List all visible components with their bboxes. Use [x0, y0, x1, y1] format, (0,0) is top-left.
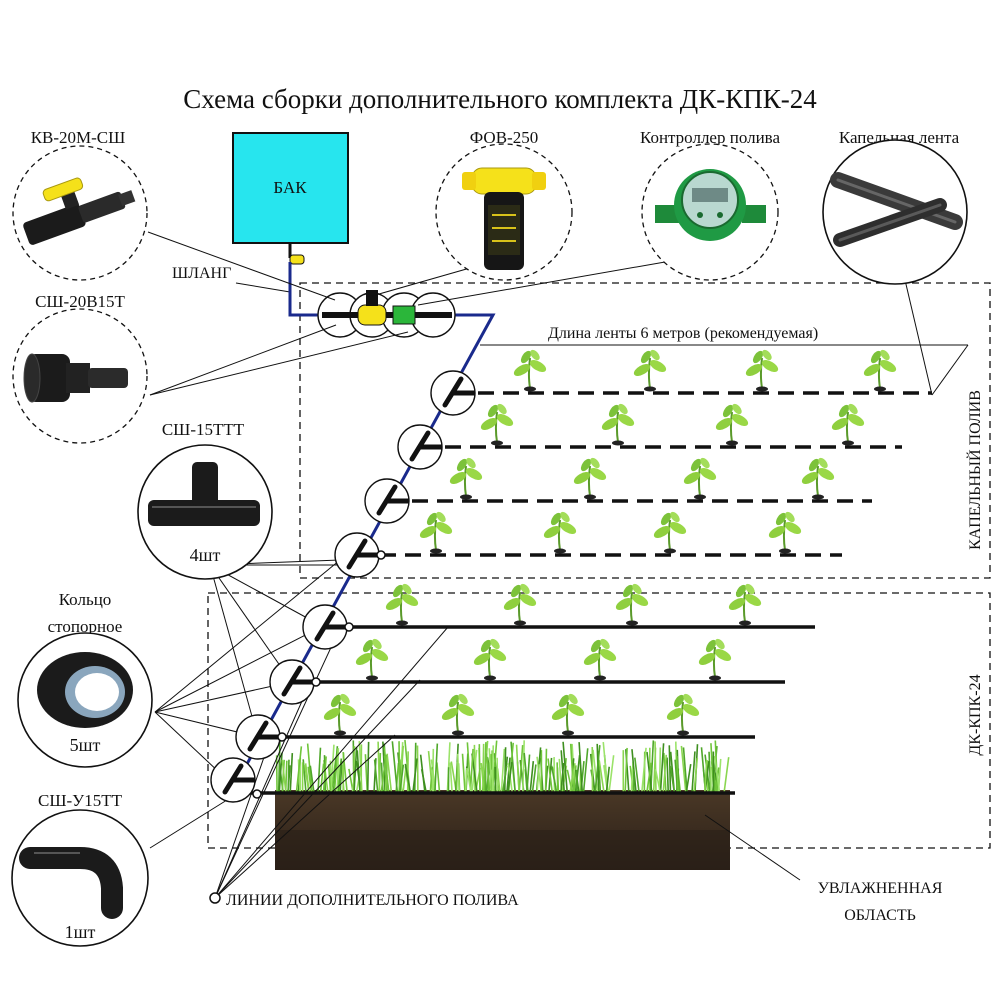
tape-length-label: Длина ленты 6 метров (рекомендуемая): [548, 325, 818, 342]
plant-icon: [680, 455, 720, 501]
fitting-circle: [302, 604, 354, 650]
plant-icon: [798, 455, 838, 501]
plant-icon: [725, 581, 765, 627]
fov-callout: [435, 143, 573, 281]
page-title: Схема сборки дополнительного комплекта Д…: [183, 84, 817, 114]
wet-area-label-1: УВЛАЖНЕННАЯ: [818, 880, 943, 897]
plant-icon: [470, 636, 510, 682]
tank-label: БАК: [273, 178, 307, 197]
fitting-circle: [430, 370, 476, 416]
plant-icon: [477, 401, 517, 447]
ring-pointer-lines: [149, 559, 801, 899]
kv-callout: [12, 145, 148, 281]
ring-marker: [277, 732, 287, 742]
ring-callout: 5шт: [17, 632, 153, 768]
fitting-circle: [210, 757, 262, 803]
plants: [320, 347, 900, 737]
manifold-fittings: [317, 290, 456, 338]
shu15-qty: 1шт: [65, 922, 96, 942]
ring-label-2: стопорное: [48, 617, 123, 636]
fitting-circle: [269, 659, 321, 705]
plant-icon: [570, 455, 610, 501]
sh20-callout: [12, 308, 148, 444]
sh15ttt-callout: 4шт: [137, 444, 273, 580]
plant-icon: [650, 509, 690, 555]
controller-label: Контроллер полива: [640, 128, 781, 147]
sh15ttt-label: СШ-15ТТТ: [162, 420, 245, 439]
plant-icon: [446, 455, 486, 501]
ring-marker: [311, 677, 321, 687]
wet-area-label-2: ОБЛАСТЬ: [844, 907, 916, 924]
plant-icon: [695, 636, 735, 682]
plant-icon: [320, 691, 360, 737]
plant-icon: [352, 636, 392, 682]
tape-label: Капельная лента: [839, 128, 960, 147]
plant-icon: [500, 581, 540, 627]
tank: [232, 132, 349, 244]
ring-marker: [376, 550, 386, 560]
hose-label: ШЛАНГ: [172, 265, 231, 282]
filter-icon: [462, 167, 546, 270]
drip-zone-label: КАПЕЛЬНЫЙ ПОЛИВ: [965, 390, 984, 550]
kv-label: КВ-20М-СШ: [31, 128, 126, 147]
plant-icon: [416, 509, 456, 555]
valve-icon: [23, 177, 136, 245]
controller-callout: [641, 143, 779, 281]
plant-icon: [382, 581, 422, 627]
ring-icon: [37, 652, 133, 728]
ring-label-1: Кольцо: [59, 590, 112, 609]
feeder-fittings: [210, 370, 476, 803]
extra-lines-marker: [209, 892, 221, 904]
plant-icon: [540, 509, 580, 555]
fitting-circle: [364, 478, 410, 524]
plant-icon: [630, 347, 670, 393]
fov-label: ФОВ-250: [470, 128, 538, 147]
filter-body-icon: [357, 304, 387, 326]
plant-icon: [860, 347, 900, 393]
plant-icon: [580, 636, 620, 682]
kit-zone-label: ДК-КПК-24: [967, 674, 984, 755]
plant-icon: [765, 509, 805, 555]
plant-icon: [510, 347, 550, 393]
moist-area-image: [275, 739, 730, 870]
adapter-icon: [23, 353, 128, 403]
extra-lines: [240, 625, 815, 795]
controller-body-icon: [392, 305, 416, 325]
supply-hose: [288, 262, 330, 317]
fitting-circle: [235, 714, 287, 760]
ring-marker: [252, 789, 262, 799]
pointer-lines: [147, 231, 969, 566]
tee-icon: [148, 462, 260, 526]
plant-icon: [612, 581, 652, 627]
elbow-icon: [19, 847, 123, 919]
extra-lines-label: ЛИНИИ ДОПОЛНИТЕЛЬНОГО ПОЛИВА: [226, 892, 519, 909]
plant-icon: [598, 401, 638, 447]
controller-icon: [655, 169, 766, 241]
tank-tap-icon: [289, 254, 305, 265]
shu15-label: СШ-У15ТТ: [38, 791, 123, 810]
plant-icon: [548, 691, 588, 737]
ring-marker: [344, 622, 354, 632]
plant-icon: [828, 401, 868, 447]
fitting-circle: [334, 532, 386, 578]
drip-tape-icon: [830, 172, 963, 247]
fitting-circle: [397, 424, 443, 470]
ring-qty: 5шт: [70, 735, 101, 755]
plant-icon: [742, 347, 782, 393]
shu15-callout: 1шт: [11, 809, 149, 947]
sh15ttt-qty: 4шт: [190, 545, 221, 565]
plant-icon: [438, 691, 478, 737]
sh20-label: СШ-20В15Т: [35, 292, 125, 311]
drip-lines: [380, 391, 932, 557]
tape-callout: [822, 139, 968, 285]
plant-icon: [712, 401, 752, 447]
plant-icon: [663, 691, 703, 737]
